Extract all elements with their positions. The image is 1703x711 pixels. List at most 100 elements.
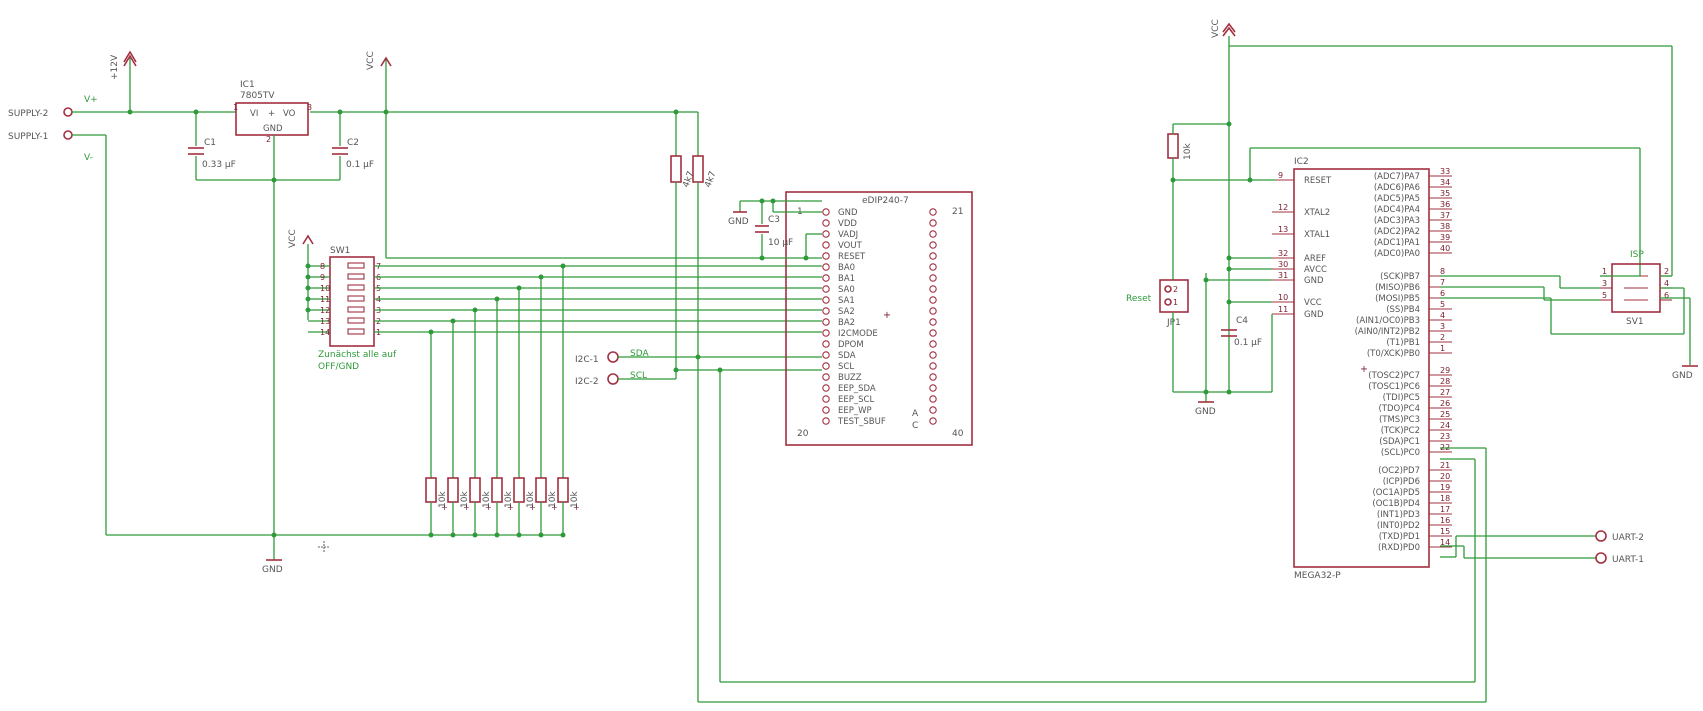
edip-pin-label: GND: [838, 208, 858, 218]
edip-left-pin: [822, 351, 830, 359]
supply1-pad[interactable]: [63, 130, 73, 140]
sw1-toggle[interactable]: [347, 262, 365, 269]
ic2-right-pin-num: 3: [1440, 322, 1445, 331]
ic2-right-pin-name: (MISO)PB6: [1375, 283, 1420, 293]
uart1-pad[interactable]: [1595, 552, 1607, 564]
sw1-toggle[interactable]: [347, 317, 365, 324]
edip-right-pin: [929, 219, 937, 227]
edip-pin-label: SCL: [838, 362, 854, 372]
ic2-right-pin-name: (SDA)PC1: [1379, 437, 1420, 447]
resistor-10k-value: 10k: [460, 491, 470, 508]
sw1-toggle[interactable]: [347, 295, 365, 302]
edip-pin-label: SA1: [838, 296, 855, 306]
resistor-10k: [469, 477, 481, 503]
ic2-left-pin-name: VCC: [1304, 298, 1322, 308]
edip-origin-plus: +: [883, 310, 891, 321]
ic2-right-pin-num: 37: [1440, 211, 1450, 220]
edip-right-pin: [929, 417, 937, 425]
vcc-supply-symbol-sw1: VCC: [288, 229, 314, 320]
sw1-toggle[interactable]: [347, 273, 365, 280]
sw1-toggle[interactable]: [347, 284, 365, 291]
edip240-display: eDIP240-7 1 20 21 40 A C + GNDVDDVADJVOU…: [385, 112, 973, 446]
edip-left-pin: [822, 252, 830, 260]
ic2-right-pin-num: 28: [1440, 377, 1450, 386]
c3-value: 10 µF: [768, 238, 793, 248]
uart-section: UART-2 UART-1: [1440, 530, 1644, 565]
resistor-10k-value: 10k: [526, 491, 536, 508]
edip-left-pin: [822, 329, 830, 337]
resistor-10k: [447, 477, 459, 503]
reset-jumper-jp1[interactable]: [1159, 279, 1189, 313]
ic2-right-pin-num: 35: [1440, 189, 1450, 198]
ic2-left-pin-name: RESET: [1304, 176, 1332, 186]
resistor-10k: [425, 477, 437, 503]
c4-value: 0.1 µF: [1234, 338, 1262, 348]
ic2-right-pin-num: 8: [1440, 267, 1445, 276]
c1-ref: C1: [204, 138, 216, 148]
edip-pin21: 21: [952, 207, 963, 217]
isp-left-pin: 5: [1602, 291, 1607, 300]
i2c2-pad[interactable]: [607, 373, 619, 385]
ic2-left-pin-num: 32: [1278, 249, 1288, 258]
ic2-left-pin-num: 12: [1278, 203, 1288, 212]
supply2-pad[interactable]: [63, 107, 73, 117]
edip-left-pin: [822, 241, 830, 249]
ic2-right-pin-num: 38: [1440, 222, 1450, 231]
edip-left-pin: [822, 318, 830, 326]
edip-pin-label: EEP_SDA: [838, 384, 876, 394]
edip-right-pin: [929, 230, 937, 238]
edip-pin-label: RESET: [838, 252, 866, 262]
uart2-pad[interactable]: [1595, 530, 1607, 542]
edip-right-pin: [929, 252, 937, 260]
ic2-left-pin-num: 13: [1278, 225, 1288, 234]
ic1-ref: IC1: [240, 80, 255, 90]
edip-right-pin: [929, 351, 937, 359]
edip-right-pin: [929, 384, 937, 392]
ic2-right-pin-num: 39: [1440, 233, 1450, 242]
edip-left-pin: [822, 230, 830, 238]
ic2-left-pin-name: GND: [1304, 276, 1324, 286]
ic2-right-pin-name: (INT0)PD2: [1377, 521, 1420, 531]
ic2-right-pin-name: (ADC6)PA6: [1374, 183, 1420, 193]
sw1-toggle[interactable]: [347, 328, 365, 335]
edip-right-pin: [929, 208, 937, 216]
edip-pins: GNDVDDVADJVOUTRESETBA0BA1SA0SA1SA2BA2I2C…: [822, 208, 937, 427]
plus12v-supply-symbol: +12V: [110, 50, 137, 112]
edip-right-pin: [929, 329, 937, 337]
ic2-right-pin-name: (OC1B)PD4: [1372, 499, 1420, 509]
ic2-right-pin-num: 4: [1440, 311, 1445, 320]
edip-pin-label: BA1: [838, 274, 855, 284]
ic2-right-pin-num: 7: [1440, 278, 1445, 287]
edip-left-pin: [822, 219, 830, 227]
edip-a: A: [912, 409, 919, 419]
ic2-right-pin-name: (ADC7)PA7: [1374, 172, 1420, 182]
i2c1-pad[interactable]: [607, 351, 619, 363]
i2c-section: 4k7 4k7 I2C-1 I2C-2 SDA SCL: [575, 111, 1487, 703]
ic2-right-pin-num: 29: [1440, 366, 1450, 375]
resistor-10k-value: 10k: [570, 491, 580, 508]
edip-left-pin: [822, 406, 830, 414]
sw1-left-pin: 8: [320, 262, 325, 271]
ic2-right-pin-num: 20: [1440, 472, 1450, 481]
edip-right-pin: [929, 318, 937, 326]
mega32-mcu: IC2 MEGA32-P + 9RESET12XTAL213XTAL132ARE…: [1126, 19, 1672, 581]
ic2-right-pin-num: 21: [1440, 461, 1450, 470]
vcc-supply-symbol-left: VCC: [366, 51, 392, 112]
isp-ref: SV1: [1626, 317, 1644, 327]
edip-pin-label: EEP_WP: [838, 406, 872, 416]
isp-right-pin: 6: [1664, 291, 1669, 300]
ic1-pin3: 3: [307, 103, 312, 112]
ic2-right-pin-num: 16: [1440, 516, 1450, 525]
sw1-left-pin: 11: [320, 295, 330, 304]
resistor-4k7-1: [670, 155, 682, 183]
c2-ref: C2: [347, 138, 359, 148]
ic2-right-pin-name: (T0/XCK)PB0: [1367, 349, 1420, 359]
ic2-right-pin-name: (SS)PB4: [1386, 305, 1420, 315]
reset-resistor: [1167, 133, 1179, 159]
ic2-right-pin-name: (ADC4)PA4: [1374, 205, 1420, 215]
resistor-10k-plus: +: [551, 503, 558, 512]
sw1-toggle[interactable]: [347, 306, 365, 313]
ic2-left-pin-name: GND: [1304, 310, 1324, 320]
power-section: +12V VCC SUPPLY-2 SUPPLY-1 V+ V- IC1 780…: [8, 50, 676, 575]
